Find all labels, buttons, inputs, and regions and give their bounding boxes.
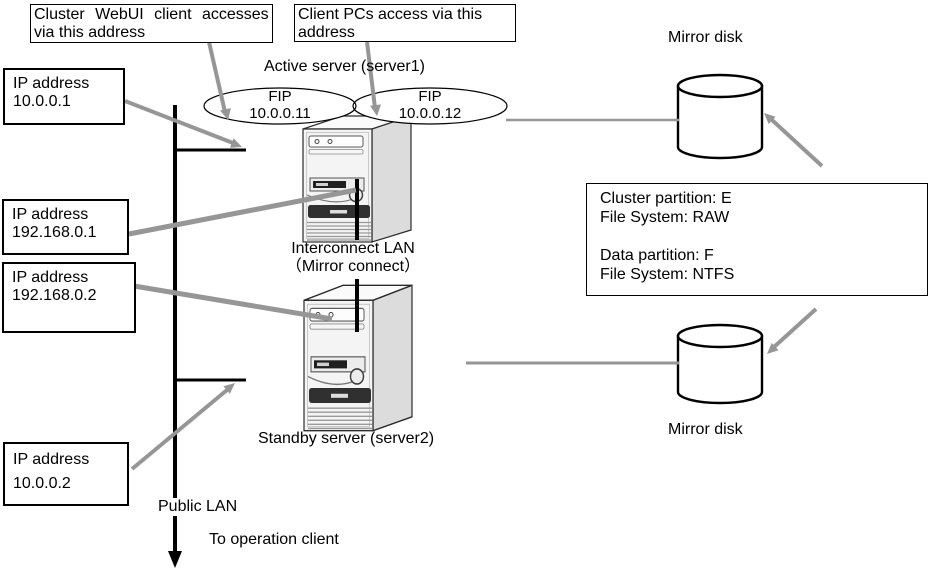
ip-box-label: IP address xyxy=(12,206,89,223)
ip-box-label: IP address xyxy=(13,75,90,92)
ip-box-public-2: IP address 10.0.0.2 xyxy=(3,442,129,506)
ip-box-label: IP address xyxy=(13,451,90,468)
callout-webui-access: Cluster WebUI client accesses via this a… xyxy=(30,4,273,43)
ip-box-address: 192.168.0.1 xyxy=(12,224,97,241)
ip-box-label: IP address xyxy=(12,269,89,286)
interconnect-lan-line1: Interconnect LAN xyxy=(291,240,415,257)
fip-1-label: FIP xyxy=(268,88,292,105)
mirror-disk-top-shape xyxy=(676,73,764,160)
to-operation-client-label: To operation client xyxy=(209,531,339,548)
mirror-disk-bottom-shape xyxy=(676,323,764,405)
callout-client-pcs-line2: address xyxy=(298,24,355,41)
ip-box-address: 10.0.0.2 xyxy=(13,475,71,492)
mirror-disk-top-label: Mirror disk xyxy=(668,29,743,46)
interconnect-lan-label: Interconnect LAN （Mirror connect） xyxy=(282,240,424,275)
fip-2-label: FIP xyxy=(418,88,442,105)
fip-2-address: 10.0.0.12 xyxy=(398,105,462,122)
public-lan-label: Public LAN xyxy=(156,498,240,516)
fip-ellipses xyxy=(203,87,508,125)
callout-webui-line2: via this address xyxy=(34,24,146,41)
partition-info-line4: File System: NTFS xyxy=(600,266,735,283)
ip-box-address: 192.168.0.2 xyxy=(12,287,97,304)
public-lan-line xyxy=(168,105,246,568)
mirror-disk-bottom-label: Mirror disk xyxy=(668,421,743,438)
active-server-label: Active server (server1) xyxy=(264,58,425,75)
fip-2: FIP 10.0.0.12 xyxy=(353,88,507,122)
connector-arrows xyxy=(124,41,824,471)
interconnect-lan-line2: （Mirror connect） xyxy=(285,257,421,275)
partition-info-line2: File System: RAW xyxy=(600,209,730,226)
callout-webui-line1: Cluster WebUI client accesses xyxy=(34,6,269,23)
ip-box-public-1: IP address 10.0.0.1 xyxy=(3,68,125,125)
standby-server-label: Standby server (server2) xyxy=(258,430,435,447)
ip-box-interconnect-1: IP address 192.168.0.1 xyxy=(2,199,129,255)
fip-1: FIP 10.0.0.11 xyxy=(204,88,356,122)
callout-client-pcs: Client PCs access via this address xyxy=(294,4,516,42)
partition-info-line1: Cluster partition: E xyxy=(600,190,732,207)
ip-box-interconnect-2: IP address 192.168.0.2 xyxy=(2,262,136,333)
partition-info-line3: Data partition: F xyxy=(600,247,714,264)
partition-info-box: Cluster partition: E File System: RAW Da… xyxy=(586,183,928,296)
fip-1-address: 10.0.0.11 xyxy=(249,105,311,122)
ip-box-address: 10.0.0.1 xyxy=(13,93,71,110)
callout-client-pcs-line1: Client PCs access via this xyxy=(298,6,483,23)
